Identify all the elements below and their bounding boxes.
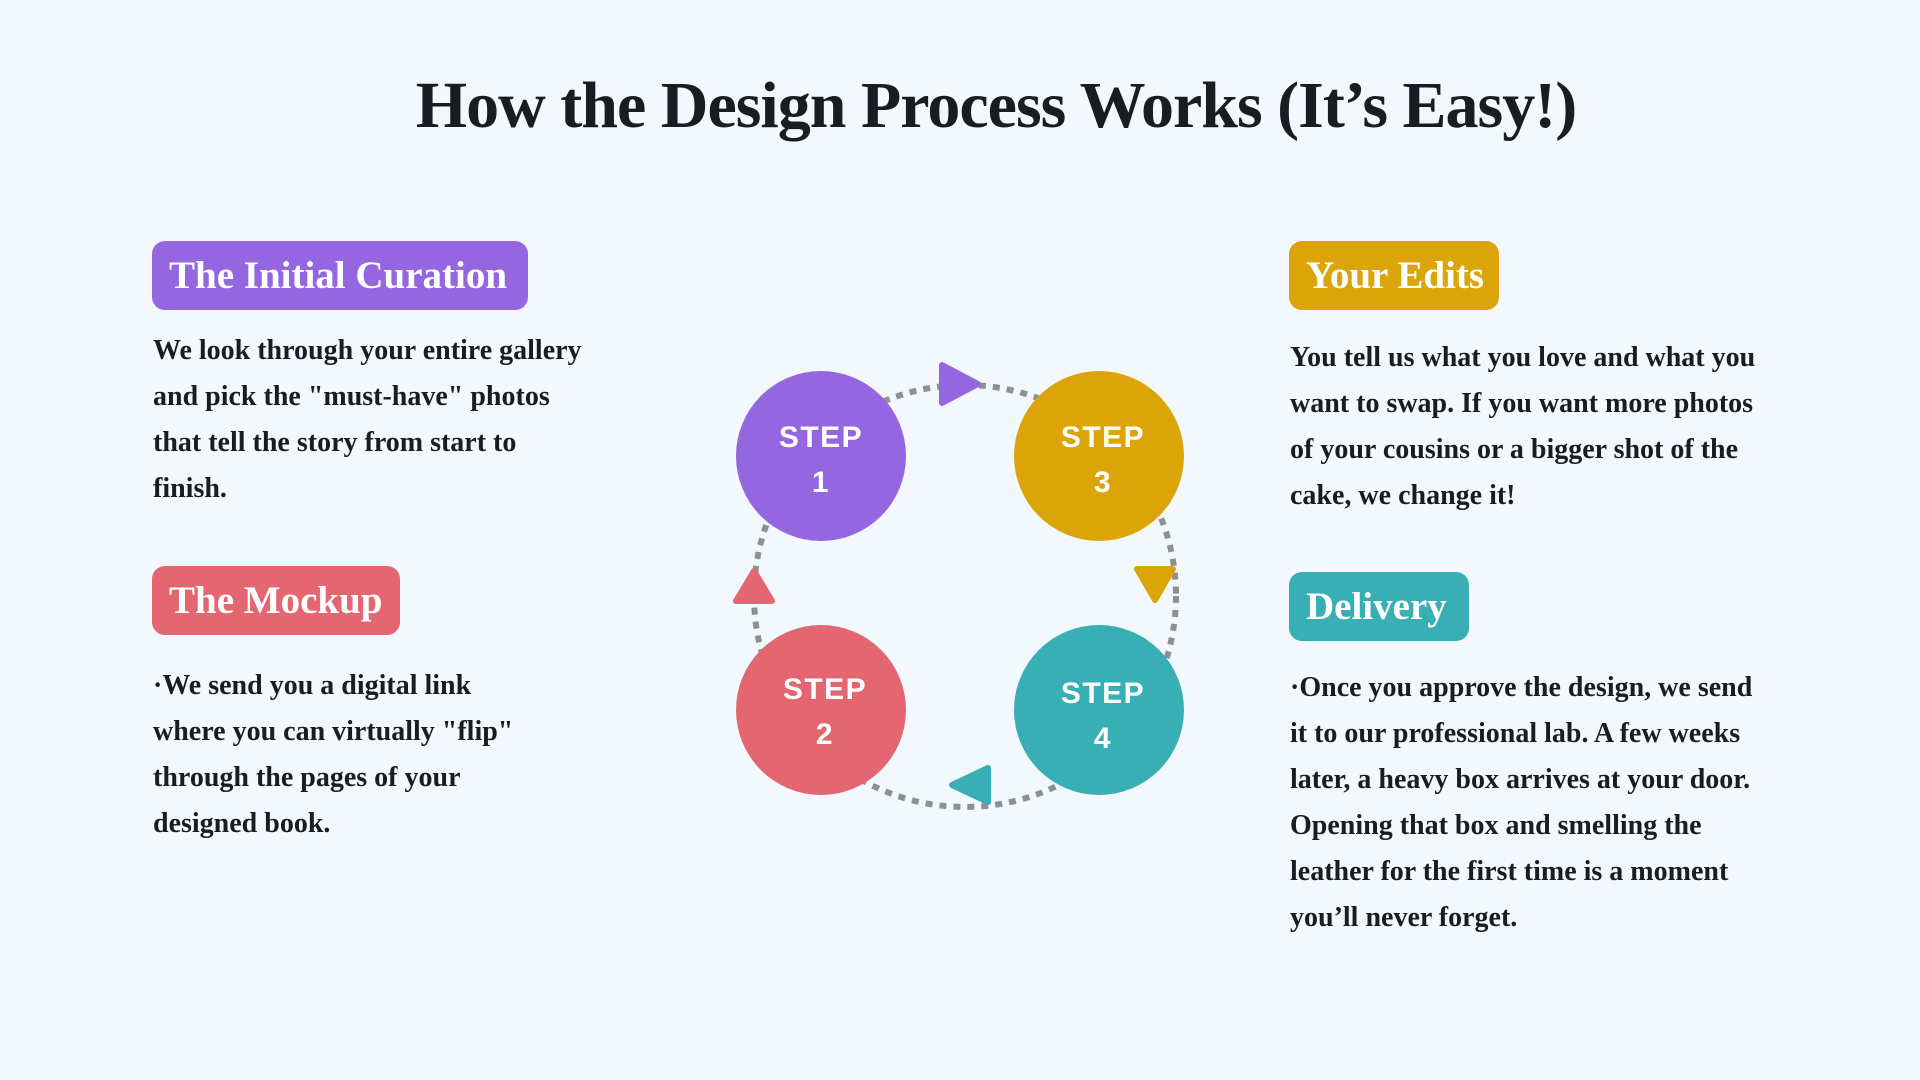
step-number: 2 <box>816 718 834 751</box>
step-word: STEP <box>783 673 867 706</box>
text-line: ·We send you a digital link <box>153 670 472 701</box>
mockup-description: ·We send you a digital link where you ca… <box>153 663 513 847</box>
arrow-right-icon <box>939 362 981 406</box>
edits-description: You tell us what you love and what you w… <box>1290 335 1755 519</box>
arrow-left-icon <box>949 765 991 805</box>
step-number: 4 <box>1094 722 1112 755</box>
step-3-circle: STEP 3 <box>1014 371 1184 541</box>
text-line: cake, we change it! <box>1290 480 1516 511</box>
text-line: want to swap. If you want more photos <box>1290 388 1754 419</box>
text-line: designed book. <box>153 808 331 839</box>
text-line: You tell us what you love and what you <box>1290 342 1756 373</box>
text-line: and pick the "must-have" photos <box>153 381 550 412</box>
arrow-down-icon <box>1134 566 1176 603</box>
text-line: We look through your entire gallery <box>153 335 582 366</box>
text-line: that tell the story from start to <box>153 427 517 458</box>
curation-description: We look through your entire gallery and … <box>153 328 582 512</box>
text-line: Opening that box and smelling the <box>1290 810 1702 841</box>
text-line: you’ll never forget. <box>1290 902 1518 933</box>
tag-initial-curation: The Initial Curation <box>152 241 528 310</box>
step-word: STEP <box>1061 421 1145 454</box>
text-line: finish. <box>153 473 227 504</box>
tag-your-edits: Your Edits <box>1289 241 1499 310</box>
text-line: of your cousins or a bigger shot of the <box>1290 434 1739 465</box>
text-line: leather for the first time is a moment <box>1290 856 1729 887</box>
text-line: it to our professional lab. A few weeks <box>1290 718 1741 749</box>
step-2-circle: STEP 2 <box>736 625 906 795</box>
page-title: How the Design Process Works (It’s Easy!… <box>415 69 1577 142</box>
tag-mockup: The Mockup <box>152 566 400 635</box>
text-line: ·Once you approve the design, we send <box>1290 672 1753 703</box>
tag-delivery: Delivery <box>1289 572 1469 641</box>
delivery-description: ·Once you approve the design, we send it… <box>1290 665 1752 941</box>
text-line: where you can virtually "flip" <box>153 716 514 747</box>
arrow-up-icon <box>733 568 775 604</box>
step-word: STEP <box>1061 677 1145 710</box>
step-4-circle: STEP 4 <box>1014 625 1184 795</box>
step-number: 3 <box>1094 466 1112 499</box>
text-line: through the pages of your <box>153 762 461 793</box>
step-number: 1 <box>812 466 830 499</box>
step-1-circle: STEP 1 <box>736 371 906 541</box>
step-word: STEP <box>779 421 863 454</box>
text-line: later, a heavy box arrives at your door. <box>1290 764 1751 795</box>
